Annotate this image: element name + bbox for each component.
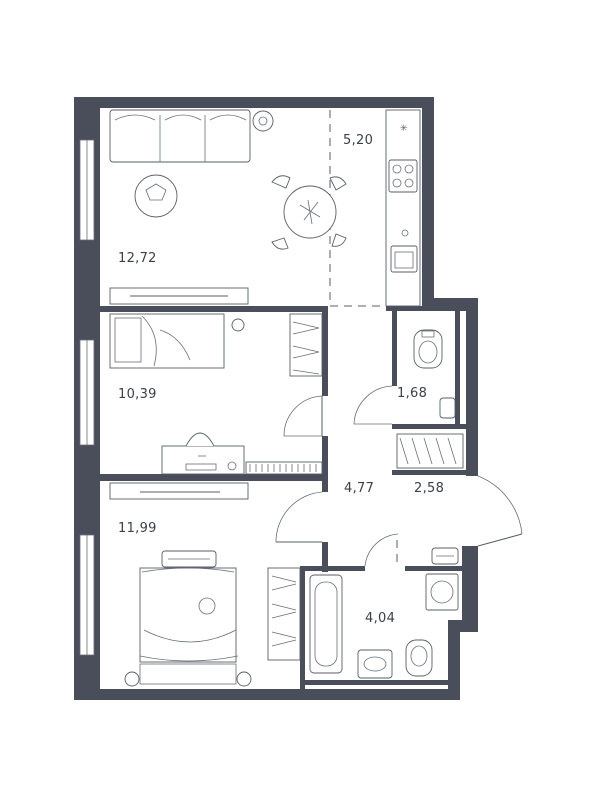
area-living: 12,72: [118, 251, 157, 266]
desk: [161, 432, 245, 475]
vent-icon: ✳: [400, 124, 408, 134]
wardrobe-2: [267, 567, 301, 661]
ball-icon: [231, 318, 245, 332]
area-kitchen: 5,20: [343, 133, 374, 148]
wardrobe-1: [289, 313, 323, 377]
interior-walls: [98, 306, 466, 690]
bed-1: [109, 313, 225, 369]
kitchen-counter: ✳: [385, 109, 421, 307]
bathroom-fixtures: [309, 547, 459, 679]
closet-shelves: [396, 433, 464, 469]
area-bedroom-2: 11,99: [118, 521, 157, 536]
toilet-icon: [413, 329, 443, 369]
area-toilet: 1,68: [397, 386, 428, 401]
doors: [275, 385, 523, 567]
washing-machine-icon: [425, 573, 459, 611]
faucet-icon: [401, 229, 409, 237]
area-closet: 2,58: [414, 481, 445, 496]
windows: [79, 139, 95, 656]
bed-2: [124, 567, 252, 687]
rug-icon: [134, 174, 178, 218]
toy-icon: [198, 597, 216, 615]
area-hallway: 4,77: [344, 481, 375, 496]
bath-toilet-icon: [405, 639, 433, 677]
toilet-room: [413, 329, 456, 419]
shelf-books: [245, 461, 323, 475]
bathtub-icon: [309, 574, 343, 674]
dining-table: [271, 175, 347, 250]
sofa: [109, 109, 251, 163]
wash-basin-icon: [439, 397, 456, 419]
area-bedroom-1: 10,39: [118, 387, 157, 402]
tv-cabinet-2: [109, 482, 249, 500]
floor-lamp-icon: [252, 110, 274, 132]
sink-icon: [390, 245, 418, 273]
area-bathroom: 4,04: [365, 611, 396, 626]
bath-sink-icon: [357, 649, 393, 679]
cooktop-icon: [388, 159, 418, 193]
